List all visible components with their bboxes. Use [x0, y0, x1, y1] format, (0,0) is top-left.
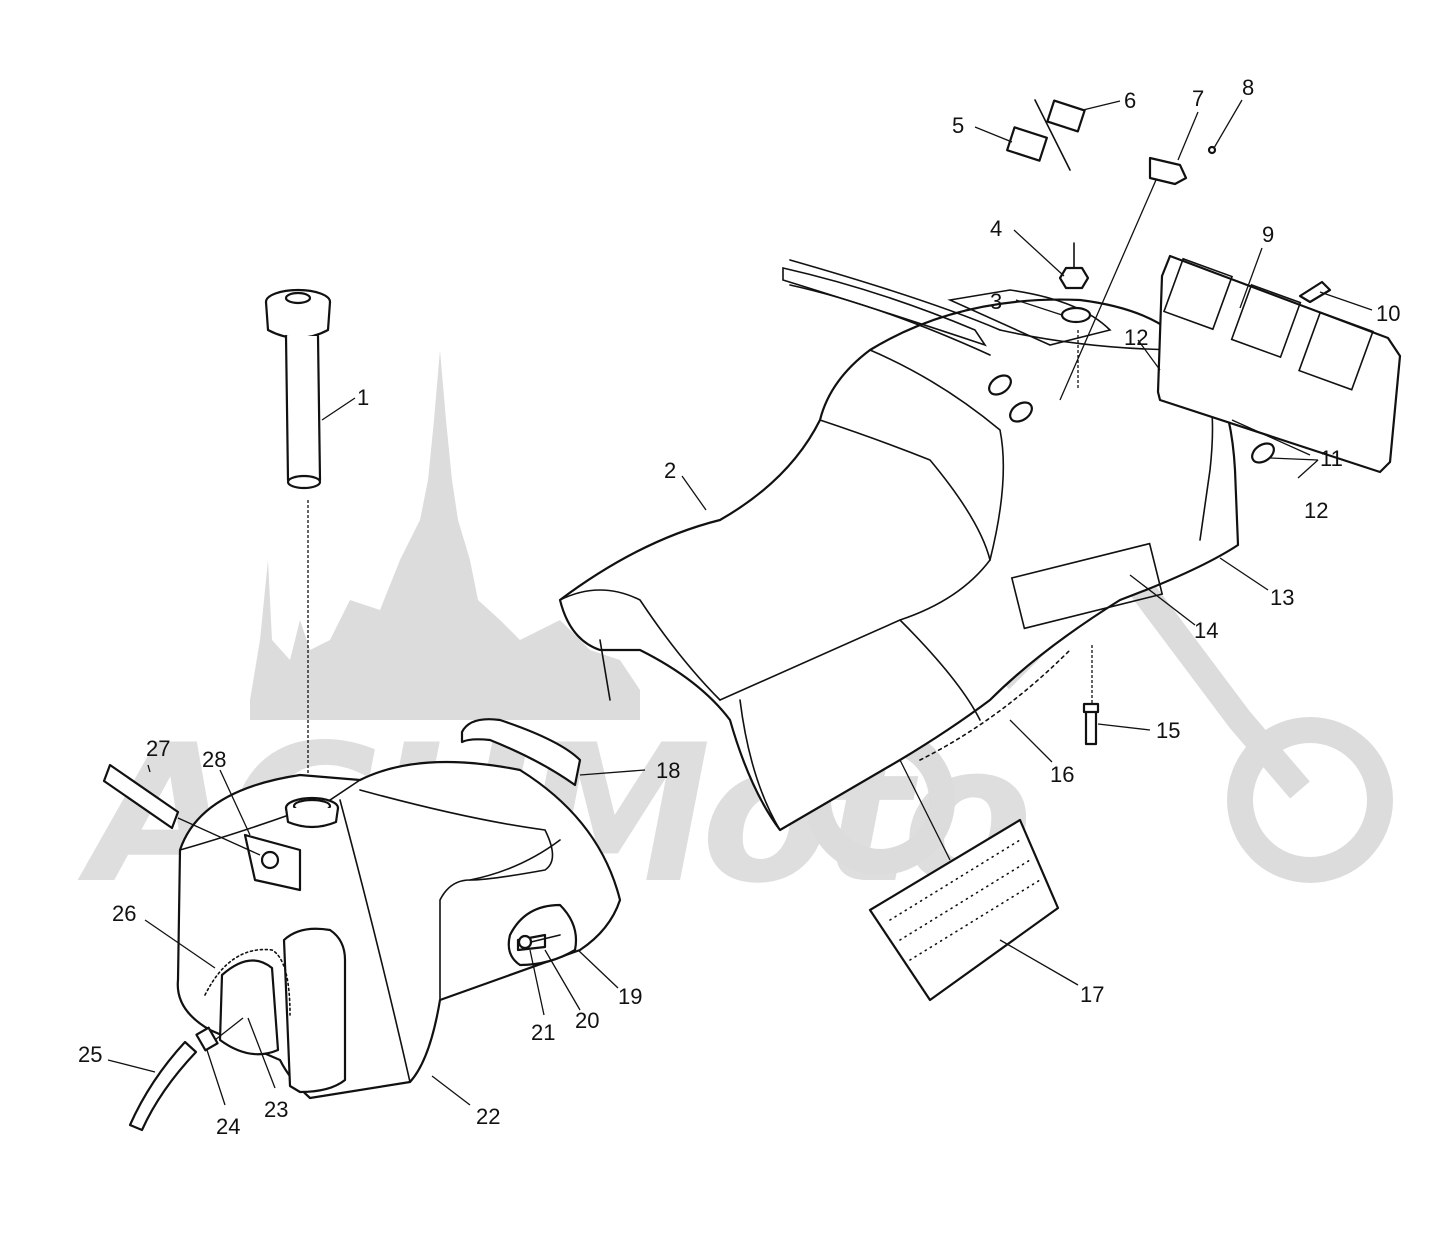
callout-21: 21	[531, 1020, 555, 1045]
callout-23: 23	[264, 1097, 288, 1122]
callout-27: 27	[146, 736, 170, 761]
callout-11: 11	[1320, 446, 1343, 471]
callout-28: 28	[202, 747, 226, 772]
callout-16: 16	[1050, 762, 1074, 787]
vent-hose-part	[102, 763, 261, 856]
skyline-silhouette	[250, 350, 640, 720]
callout-25: 25	[78, 1042, 102, 1067]
callout-9: 9	[1262, 222, 1274, 247]
seat-tail-part	[558, 259, 1240, 832]
foam-pad-part	[868, 759, 1060, 1002]
nut-washer-part	[1058, 242, 1092, 390]
callout-labels: 1 2 3 4 5 6 7 8 9 10 11 12 12 13 14 15 1…	[78, 75, 1400, 1139]
callout-12-lower: 12	[1304, 498, 1328, 523]
callout-7: 7	[1192, 86, 1204, 111]
tank-strap-part	[460, 718, 582, 787]
callout-12-upper: 12	[1124, 325, 1148, 350]
taillight-frame-part	[1156, 254, 1402, 474]
callout-5: 5	[952, 113, 964, 138]
callout-17: 17	[1080, 982, 1104, 1007]
leader-lines	[107, 99, 1373, 1106]
callout-13: 13	[1270, 585, 1294, 610]
callout-26: 26	[112, 901, 136, 926]
callout-15: 15	[1156, 718, 1180, 743]
callout-3: 3	[990, 289, 1002, 314]
callout-20: 20	[575, 1008, 599, 1033]
filler-neck-part	[264, 288, 332, 790]
callout-8: 8	[1242, 75, 1254, 100]
callout-14: 14	[1194, 618, 1218, 643]
bracket-screw-parts	[1059, 145, 1217, 401]
fuel-tank-part	[176, 760, 622, 1100]
callout-19: 19	[618, 984, 642, 1009]
bulb-parts	[988, 374, 1275, 464]
callout-24: 24	[216, 1114, 240, 1139]
callout-2: 2	[664, 458, 676, 483]
callout-1: 1	[357, 385, 369, 410]
pad-parts	[1006, 99, 1086, 171]
bolt-part	[1082, 645, 1100, 746]
callout-10: 10	[1376, 301, 1400, 326]
callout-22: 22	[476, 1104, 500, 1129]
fuel-line-part	[128, 1017, 244, 1132]
callout-6: 6	[1124, 88, 1136, 113]
grommet-fasteners	[517, 934, 561, 950]
callout-4: 4	[990, 216, 1002, 241]
callout-18: 18	[656, 758, 680, 783]
